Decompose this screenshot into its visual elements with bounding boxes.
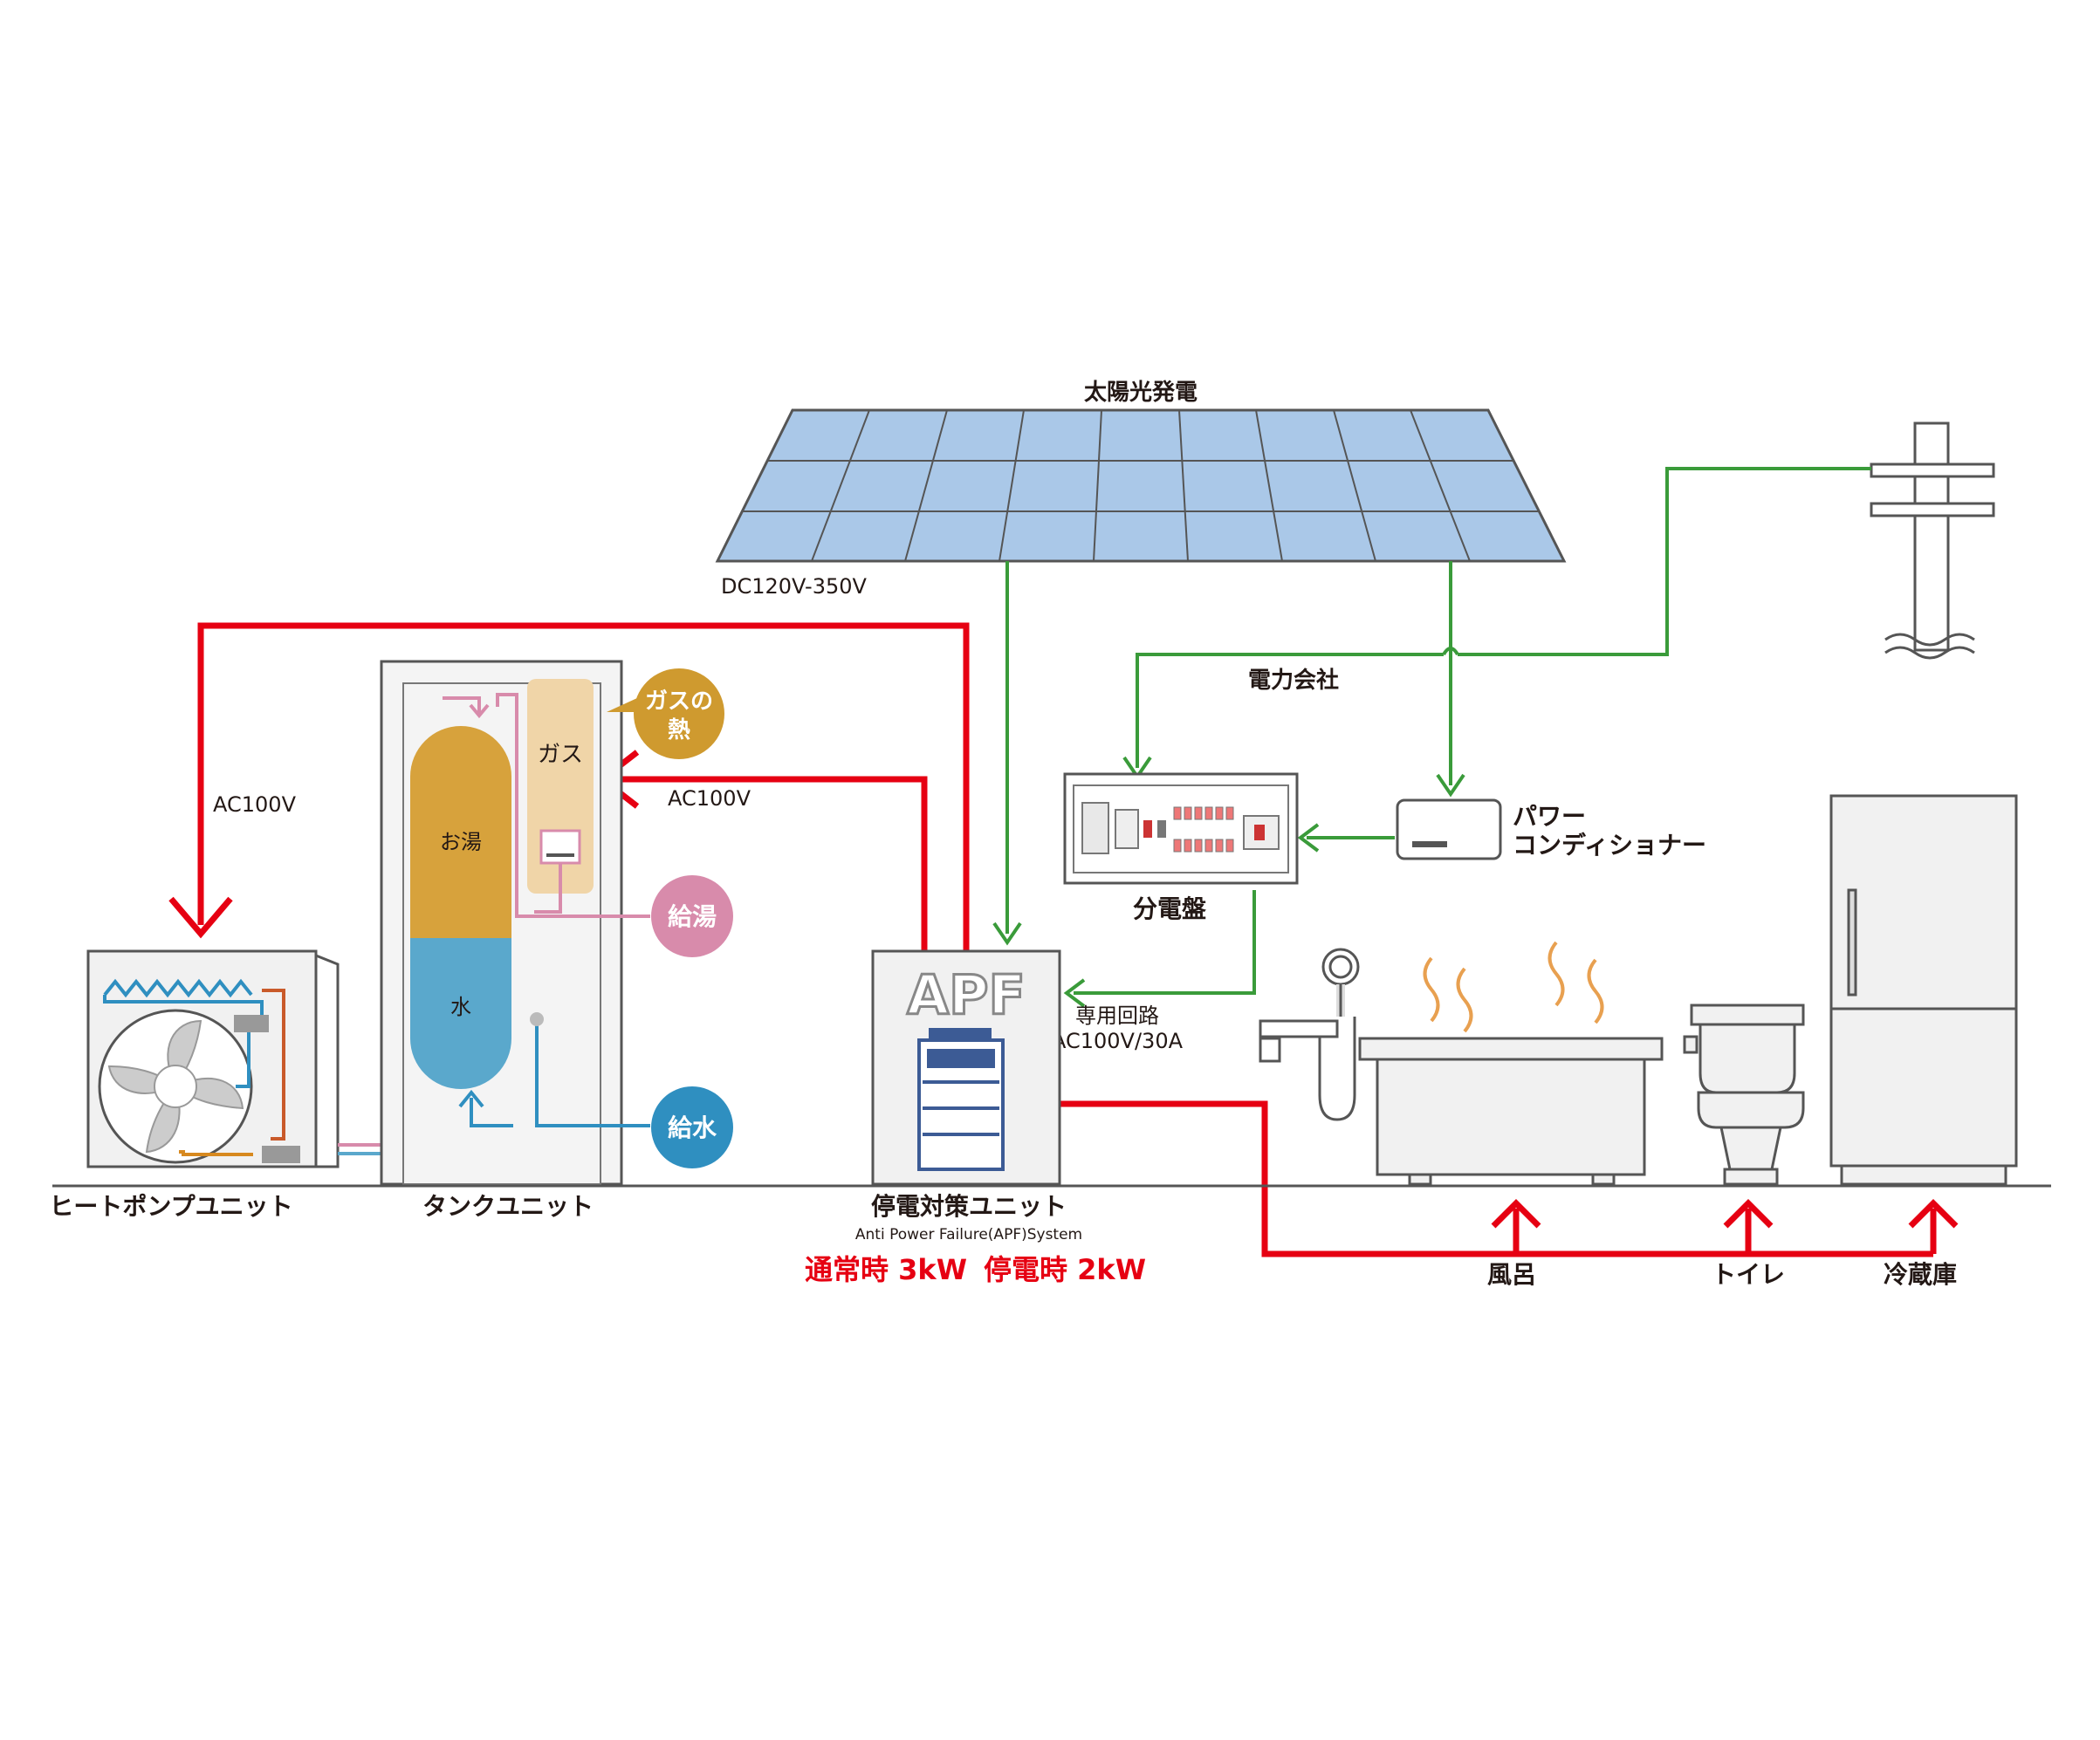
dc-voltage-label: DC120V-350V	[721, 574, 868, 599]
heat-pump-label: ヒートポンプユニット	[49, 1192, 292, 1221]
water-label: 水	[450, 995, 471, 1019]
dedicated-circuit-label-2: AC100V/30A	[1052, 1029, 1184, 1053]
capacity-outage: 停電時 2kW	[984, 1253, 1146, 1286]
power-conditioner-label-1: パワー	[1513, 802, 1586, 831]
supply-hot-label: 給湯	[668, 902, 717, 931]
gas-heat-badge	[607, 668, 724, 759]
dedicated-circuit-label-1: 専用回路	[1075, 1004, 1159, 1028]
bathtub	[1358, 941, 1664, 1186]
apf-subtitle: Anti Power Failure(APF)System	[855, 1226, 1082, 1243]
gas-heat-label-2: 熱	[668, 717, 690, 743]
supply-hot-badge	[651, 875, 733, 957]
hot-water-label: お湯	[440, 830, 482, 854]
solar-label: 太陽光発電	[1084, 380, 1198, 406]
utility-pole	[1870, 421, 1995, 660]
apf-unit	[871, 949, 1061, 1186]
gas-heat-label-1: ガスの	[645, 688, 713, 715]
solar-panel	[715, 408, 1567, 563]
utility-label: 電力会社	[1248, 667, 1339, 694]
power-arrowheads	[168, 750, 1959, 1229]
bath-label: 風呂	[1487, 1260, 1536, 1289]
power-lines	[197, 622, 1937, 1257]
breaker-label: 分電盤	[1133, 894, 1207, 923]
apf-logo: APF	[907, 963, 1026, 1027]
tank-unit	[380, 660, 650, 1186]
capacity-normal: 通常時 3kW	[805, 1253, 967, 1286]
supply-water-badge	[651, 1086, 733, 1168]
tank-label: タンクユニット	[422, 1192, 594, 1221]
supply-water-label: 給水	[668, 1113, 717, 1142]
breaker-panel	[1063, 772, 1299, 885]
toilet-label: トイレ	[1712, 1260, 1785, 1289]
heat-pump-unit	[86, 949, 340, 1168]
refrigerator	[1829, 794, 2018, 1186]
toilet	[1683, 1004, 1805, 1186]
fridge-label: 冷蔵庫	[1884, 1260, 1957, 1289]
power-conditioner-label-2: コンディショナー	[1513, 831, 1706, 860]
apf-unit-label: 停電対策ユニット	[871, 1192, 1067, 1221]
gas-label: ガス	[538, 742, 583, 768]
grid-wiring	[1005, 467, 1871, 995]
power-conditioner	[1396, 798, 1502, 860]
ac-left-label: AC100V	[213, 792, 297, 817]
ac-mid-label: AC100V	[668, 786, 751, 811]
shower	[1259, 948, 1360, 1121]
